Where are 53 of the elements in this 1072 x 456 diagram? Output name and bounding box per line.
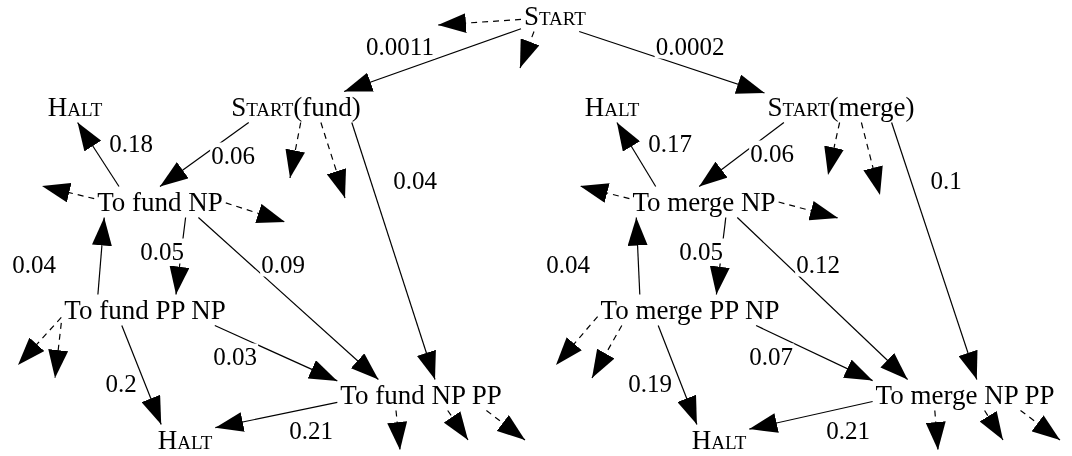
- state-label: To fund PP NP: [62, 295, 228, 325]
- transition-arrow: [197, 216, 379, 381]
- transition-arrow: [351, 121, 436, 381]
- state-label: Start: [522, 1, 588, 31]
- transition-arrow: [891, 121, 978, 381]
- state-label: To fund NP PP: [338, 380, 504, 410]
- dashed-arrow: [48, 322, 69, 379]
- transition-arrow: [343, 28, 522, 93]
- dashed-arrow: [591, 324, 623, 379]
- dashed-arrow: [519, 30, 540, 69]
- transition-arrow: [214, 324, 338, 382]
- dashed-arrow: [555, 316, 599, 366]
- state-label: To merge NP PP: [873, 380, 1057, 410]
- state-label: To merge PP NP: [598, 295, 782, 325]
- dashed-arrow: [443, 409, 469, 441]
- state-label: Halt: [582, 92, 642, 122]
- state-label: Start(fund): [229, 92, 363, 122]
- dashed-arrow: [979, 409, 1004, 441]
- state-label: To fund NP: [95, 187, 225, 217]
- transition-arrow: [91, 216, 112, 296]
- dashed-arrow: [1019, 409, 1061, 441]
- transition-arrow: [77, 121, 120, 188]
- transition-arrow: [578, 30, 766, 94]
- transition-arrow: [121, 324, 162, 426]
- dashed-arrow: [925, 409, 946, 451]
- edge-label: 0.05: [139, 238, 185, 264]
- dashed-arrow: [437, 13, 522, 34]
- dashed-arrow: [579, 183, 630, 203]
- transition-arrow: [698, 121, 785, 188]
- transition-arrow: [748, 400, 874, 433]
- transition-arrow: [657, 324, 698, 426]
- dashed-arrow: [17, 316, 62, 366]
- dashed-arrow: [824, 121, 844, 176]
- edge-label: 0.05: [678, 238, 724, 264]
- state-label: Start(merge): [765, 92, 917, 122]
- dashed-arrow: [387, 409, 408, 451]
- transition-arrow: [627, 216, 648, 296]
- dashed-arrow: [41, 182, 95, 203]
- state-label: Halt: [689, 425, 749, 455]
- dashed-arrow: [860, 121, 883, 196]
- dashed-arrow: [778, 201, 839, 221]
- dashed-arrow: [485, 409, 526, 441]
- state-label: Halt: [155, 425, 215, 455]
- state-label: Halt: [45, 92, 105, 122]
- transition-arrow: [736, 216, 909, 381]
- dashed-arrow: [225, 202, 286, 223]
- state-label: To merge NP: [630, 187, 778, 217]
- transition-arrow: [616, 121, 657, 188]
- dashed-arrow: [285, 121, 306, 179]
- transition-arrow: [755, 324, 874, 382]
- dashed-arrow: [320, 121, 346, 199]
- transition-arrow: [214, 401, 338, 432]
- transition-arrow: [159, 121, 250, 188]
